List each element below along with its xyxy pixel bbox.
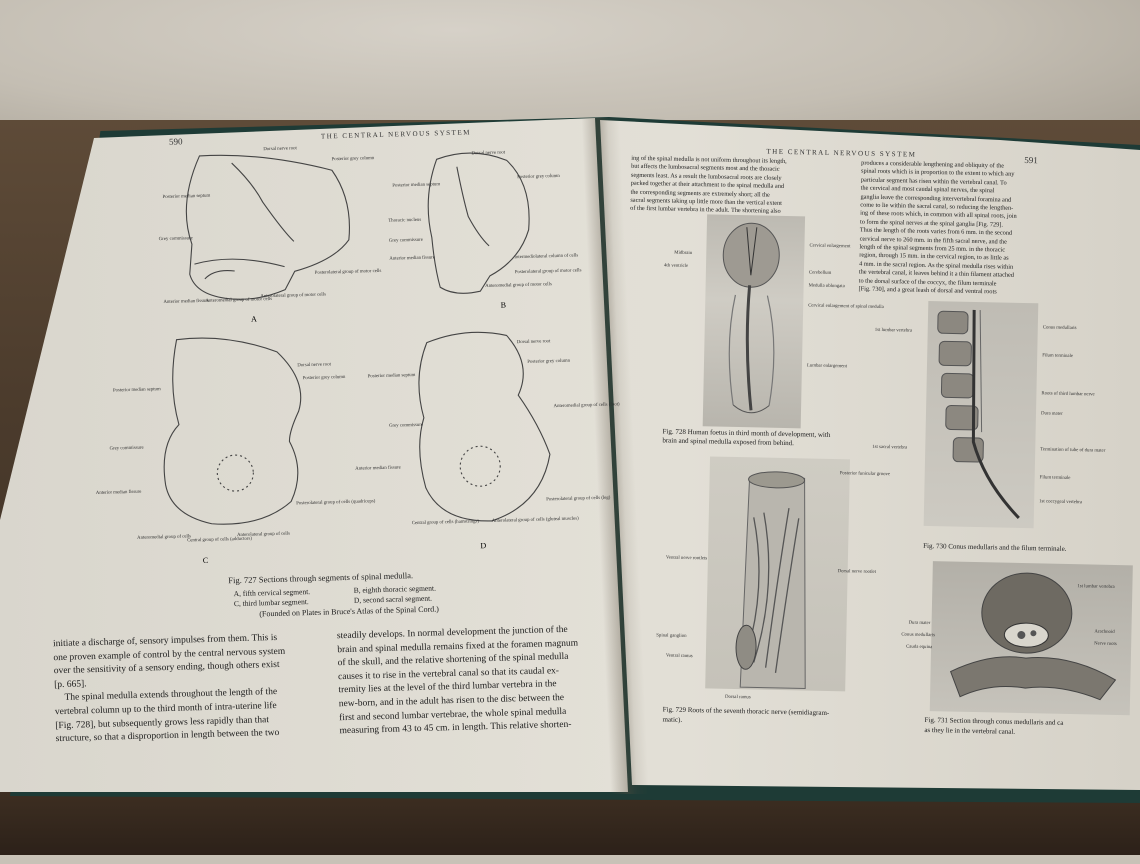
label-731-conus: Conus medullaris — [901, 632, 936, 639]
label-730-filum-1: Filum terminale — [1042, 353, 1074, 360]
label-731-arachnoid: Arachnoid — [1094, 629, 1115, 635]
fig-730-spine-image — [923, 300, 1039, 529]
conus-section-drawing — [949, 572, 1117, 701]
label-730-1st-sacral: 1st sacral vertebra — [872, 444, 908, 451]
fig-731-caption-2: as they lie in the vertebral canal. — [924, 725, 1016, 736]
fig-729-nerve-root-image — [705, 456, 851, 692]
fig-729-caption-2: matic). — [662, 715, 683, 724]
label-731-cauda: Cauda equina — [906, 644, 933, 651]
label-729-dorsal-ramus: Dorsal ramus — [724, 694, 751, 701]
fig-731-section-image — [929, 561, 1133, 716]
nerve-root-drawing — [735, 471, 806, 689]
fig-728-caption-2: brain and spinal medulla exposed from be… — [662, 436, 795, 448]
figure-727-drawings — [163, 152, 551, 525]
right-running-head: THE CENTRAL NERVOUS SYSTEM — [766, 147, 917, 159]
label-731-1st-lumbar: 1st lumbar vertebra — [1077, 584, 1115, 590]
label-728-lumbar: Lumbar enlargement — [806, 363, 848, 370]
label-728-medulla: Medulla oblongata — [808, 283, 845, 290]
fig-728-foetus-image — [702, 214, 806, 429]
foetus-drawing — [722, 222, 780, 414]
label-731-dura: Dura mater — [908, 620, 931, 627]
right-page-column-1: ing of the spinal medulla is not uniform… — [630, 155, 856, 219]
label-730-dura: Dura mater — [1040, 411, 1063, 417]
panel-d-section — [418, 331, 551, 522]
panel-b-section — [427, 152, 530, 294]
label-728-cervical-spinal: Cervical enlargement of spinal medulla — [808, 303, 884, 311]
panel-a-section — [185, 154, 350, 300]
label-730-1st-lumbar: 1st lumbar vertebra — [874, 327, 913, 334]
label-729-posterior-groove: Posterior funicular groove — [839, 471, 891, 478]
label-730-conus: Conus medullaris — [1042, 325, 1077, 332]
label-729-ventral-ramus: Ventral ramus — [665, 653, 693, 660]
label-729-dorsal-rootlet: Dorsal nerve rootlet — [837, 569, 877, 575]
label-731-nerve-roots: Nerve roots — [1094, 641, 1117, 647]
label-728-midbrain: Midbrain — [674, 250, 693, 257]
label-730-termination: Termination of tube of dura mater — [1040, 447, 1106, 454]
fig-729-caption-1: Fig. 729 Roots of the seventh thoracic n… — [662, 705, 830, 717]
spine-drawing — [937, 309, 1020, 519]
label-729-ventral-rootlets: Ventral nerve rootlets — [665, 555, 708, 562]
label-730-filum-2: Filum terminale — [1039, 475, 1071, 481]
label-730-1st-coccygeal: 1st coccygeal vertebra — [1039, 499, 1083, 506]
right-page-column-2: produces a considerable lengthening and … — [858, 160, 1076, 299]
label-728-4th-ventricle: 4th ventricle — [663, 263, 689, 269]
label-728-cervical-enlargement: Cervical enlargement — [809, 243, 851, 250]
fig-730-caption: Fig. 730 Conus medullaris and the filum … — [923, 541, 1067, 553]
label-729-spinal-ganglion: Spinal ganglion — [656, 633, 687, 639]
panel-c-section — [163, 337, 302, 525]
label-730-roots-third-lumbar: Roots of third lumbar nerve — [1041, 391, 1095, 398]
label-728-cerebellum: Cerebellum — [808, 270, 832, 276]
